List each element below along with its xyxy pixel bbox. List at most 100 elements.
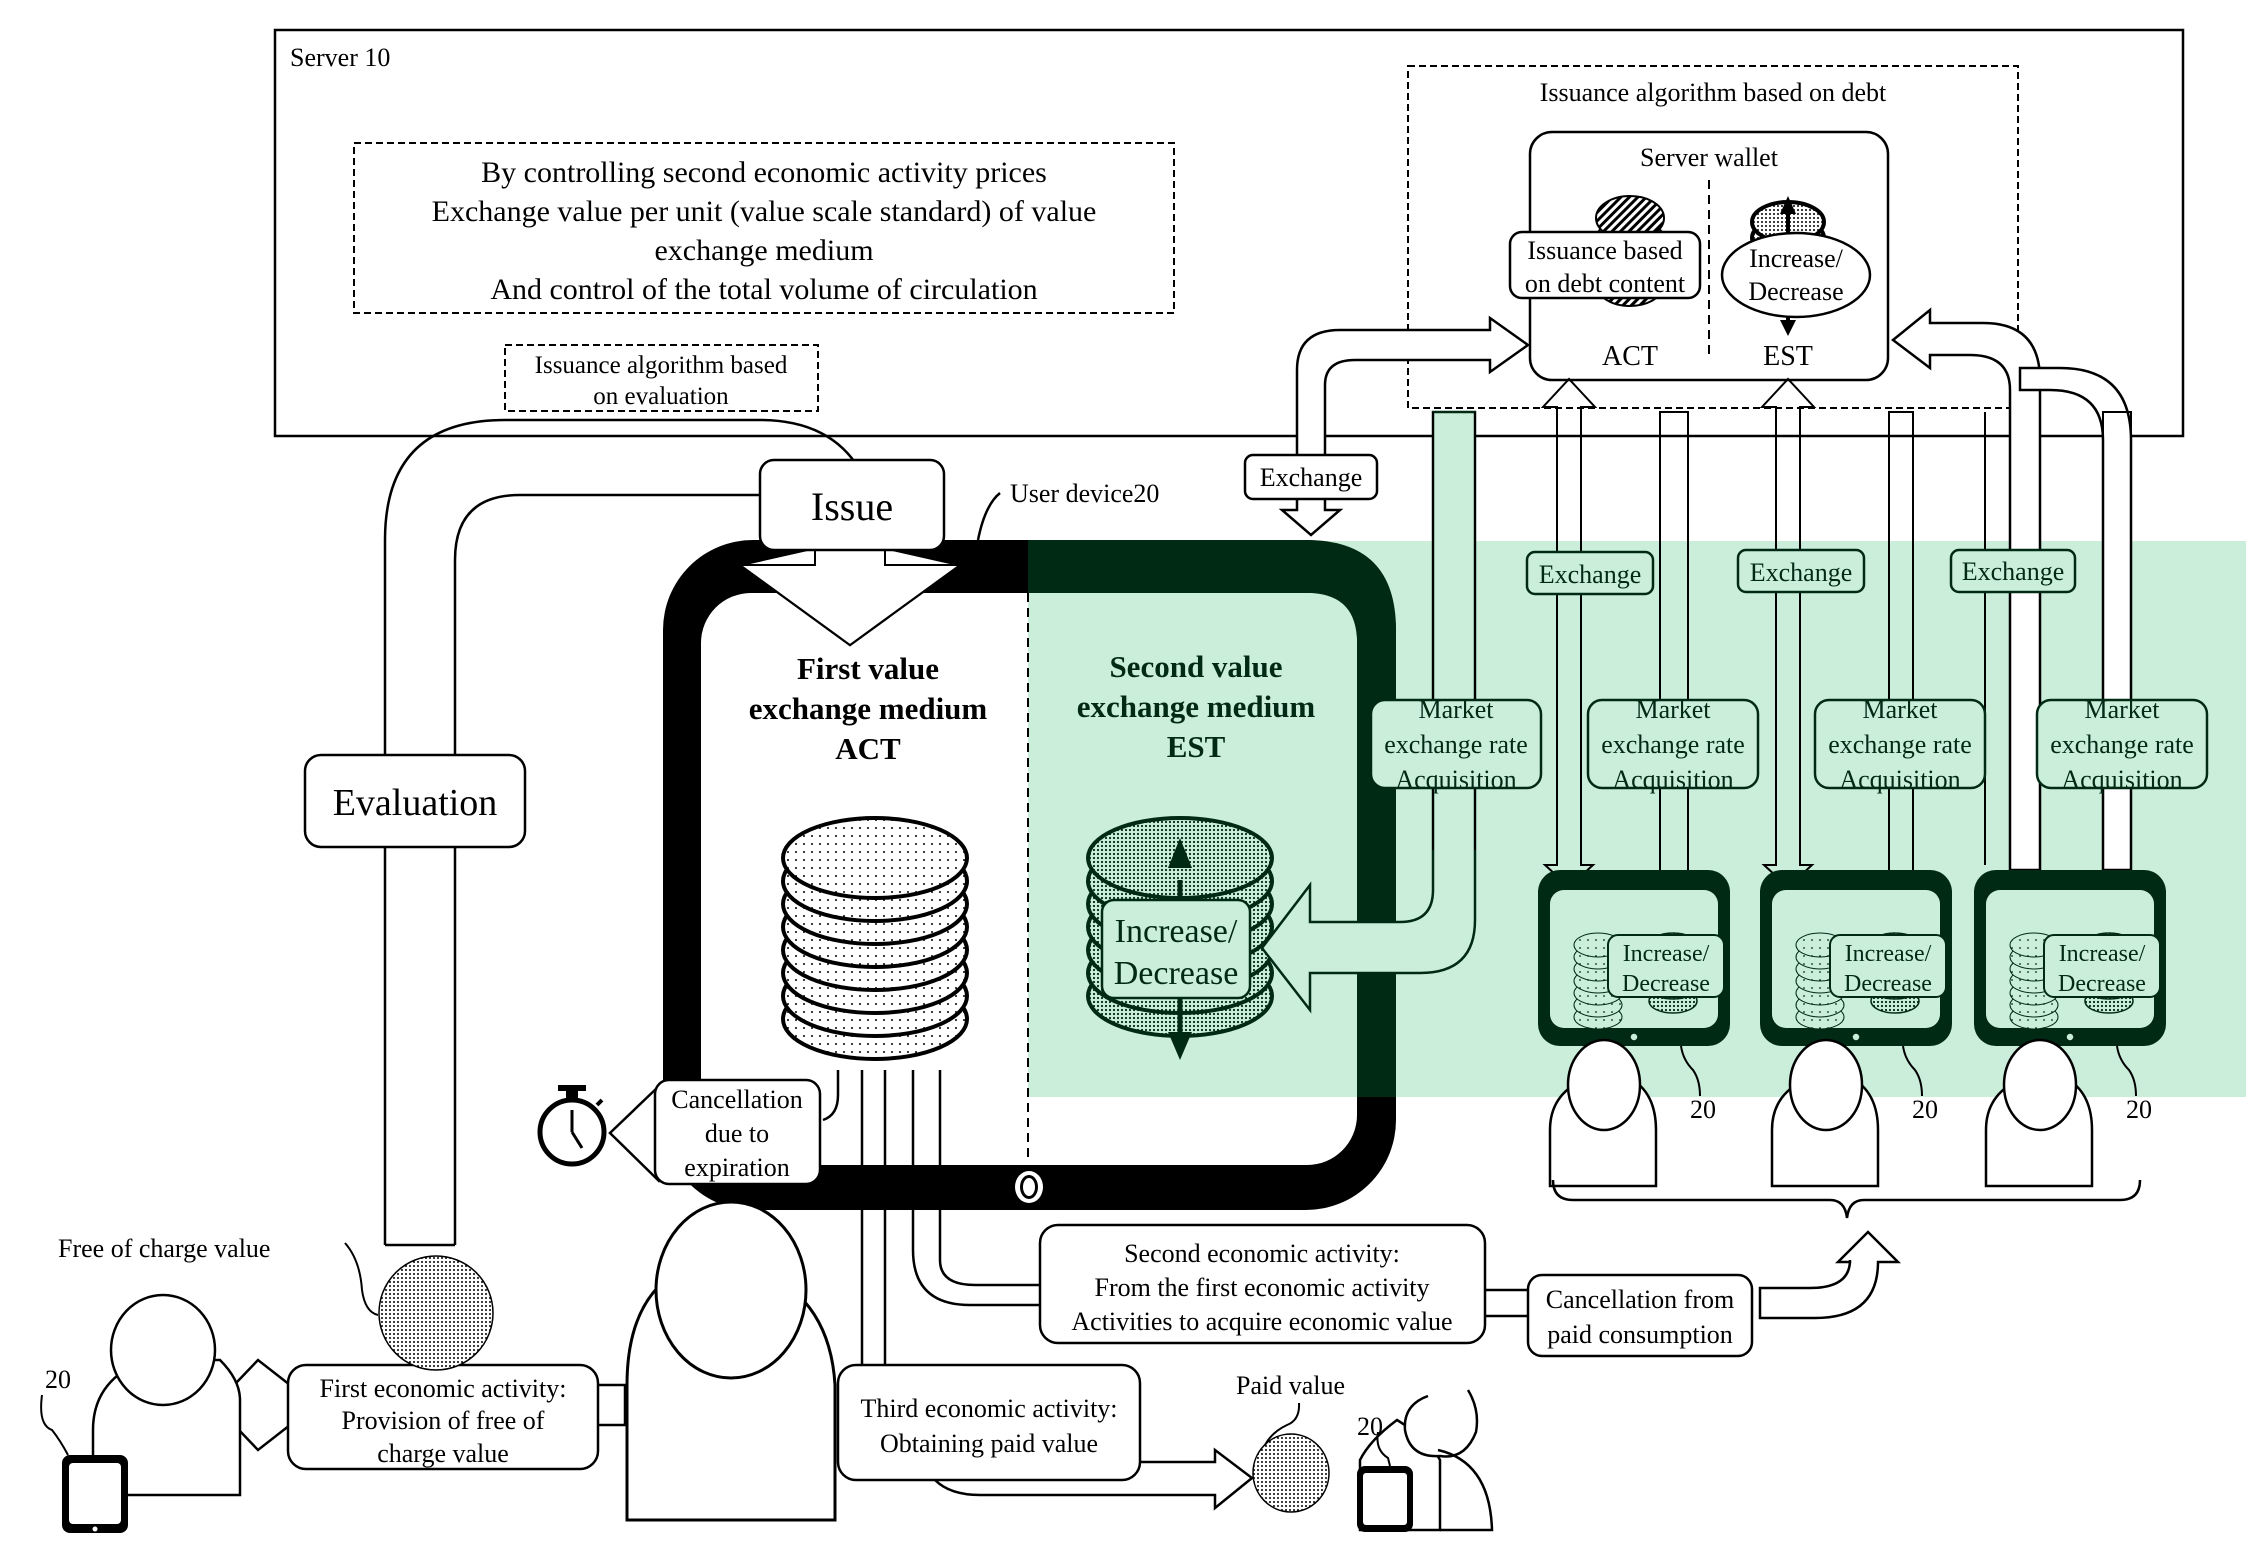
free-value-coin <box>344 1242 494 1371</box>
issuance-debt-note: Issuance based on debt content <box>1508 230 1702 300</box>
home-button <box>1629 1032 1639 1042</box>
svg-text:From the first economic activi: From the first economic activity <box>1094 1273 1429 1302</box>
increase-decrease-note <box>2043 934 2161 998</box>
svg-text:on debt content: on debt content <box>1525 269 1686 298</box>
device-ref: 20 <box>1690 1095 1716 1124</box>
control-line-2: Exchange value per unit (value scale sta… <box>432 195 1097 228</box>
exchange-box-3: Exchange <box>1949 548 2077 594</box>
evaluation-algorithm-box: Issuance algorithm based on evaluation <box>504 344 819 412</box>
users-group-brace <box>1551 1179 2142 1219</box>
svg-text:Second economic activity:: Second economic activity: <box>1124 1239 1400 1268</box>
second-medium-title: Second value exchange medium EST <box>1077 649 1316 764</box>
server-label: Server 10 <box>290 43 390 72</box>
user-avatar <box>1548 1038 1658 1188</box>
svg-text:Exchange: Exchange <box>1962 557 2065 586</box>
user-avatar <box>1770 1038 1880 1188</box>
ref-leader-line <box>1680 1045 1701 1097</box>
market-rate-line: exchange rate <box>1384 730 1528 759</box>
stopwatch-icon <box>537 1085 607 1167</box>
second-activity-box: Second economic activity: From the first… <box>1038 1223 1528 1345</box>
left-user-ref: 20 <box>45 1365 71 1394</box>
exchange-box-device: Exchange <box>1243 453 1379 501</box>
main-user-avatar <box>625 1200 837 1522</box>
user-avatar <box>1984 1038 2094 1188</box>
third-activity-box: Third economic activity: Obtaining paid … <box>836 1363 1142 1482</box>
note-line: Increase/ <box>1845 941 1932 967</box>
svg-text:Obtaining paid value: Obtaining paid value <box>880 1429 1098 1458</box>
market-rate-line: Market <box>1862 695 1938 724</box>
svg-text:Second value: Second value <box>1109 649 1282 684</box>
first-activity-box: First economic activity: Provision of fr… <box>286 1363 600 1471</box>
paid-value-coin <box>1252 1402 1330 1513</box>
issue-arrow <box>736 546 964 647</box>
note-line: Decrease <box>1622 971 1710 997</box>
svg-text:Decrease: Decrease <box>1114 955 1239 992</box>
market-rate-line: Market <box>2084 695 2160 724</box>
market-rate-line: exchange rate <box>2050 730 2194 759</box>
exchange-box-1: Exchange <box>1525 550 1655 596</box>
wallet-est-increase-note: Increase/ Decrease <box>1720 231 1872 319</box>
paid-user-tablet <box>1357 1431 1413 1532</box>
increase-decrease-note <box>1607 934 1725 998</box>
note-line: Increase/ <box>2059 941 2146 967</box>
device-ref: 20 <box>1912 1095 1938 1124</box>
svg-text:Increase/: Increase/ <box>1115 913 1238 950</box>
svg-text:charge value: charge value <box>377 1439 509 1468</box>
control-line-1: By controlling second economic activity … <box>481 156 1047 189</box>
svg-text:Activities to acquire economic: Activities to acquire economic value <box>1071 1307 1452 1336</box>
svg-text:Cancellation from: Cancellation from <box>1546 1285 1734 1314</box>
user-device-label: User device20 <box>1010 479 1159 508</box>
market-rate-line: Acquisition <box>1395 765 1516 794</box>
svg-text:Cancellation: Cancellation <box>671 1085 802 1114</box>
evaluation-loop-arrow <box>383 418 862 1247</box>
est-arrow-down-icon <box>1168 1032 1192 1060</box>
evaluation-algorithm-line-2: on evaluation <box>593 383 729 410</box>
est-arrow-up-icon <box>1168 838 1192 868</box>
svg-text:Decrease: Decrease <box>1748 277 1843 306</box>
issue-box: Issue <box>758 458 946 552</box>
issue-label: Issue <box>811 484 893 529</box>
market-rate-line: exchange rate <box>1828 730 1972 759</box>
cancellation-paid-box: Cancellation from paid consumption <box>1526 1273 1754 1358</box>
exchange-box-2: Exchange <box>1736 548 1866 594</box>
act-coin-stack <box>781 816 969 1061</box>
coin <box>781 816 969 900</box>
market-rate-line: Acquisition <box>2061 765 2182 794</box>
market-rate-line: exchange rate <box>1601 730 1745 759</box>
wallet-est-label: EST <box>1763 341 1813 372</box>
other-user-devices: Increase/Decrease20Increase/Decrease20In… <box>1538 870 2166 1188</box>
svg-text:Increase/: Increase/ <box>1749 244 1844 273</box>
device-wallet-exchange-arrow <box>1278 315 1531 537</box>
svg-text:exchange medium: exchange medium <box>749 691 988 726</box>
paid-value-label: Paid value <box>1236 1371 1345 1400</box>
svg-text:EST: EST <box>1167 729 1226 764</box>
ref-leader-line <box>2116 1045 2137 1097</box>
cancellation-expiration-arrow <box>608 1084 660 1183</box>
evaluation-box: Evaluation <box>303 753 527 849</box>
market-rate-line: Market <box>1635 695 1711 724</box>
market-rate-line: Acquisition <box>1612 765 1733 794</box>
control-line-4: And control of the total volume of circu… <box>490 273 1037 306</box>
evaluation-label: Evaluation <box>333 782 498 824</box>
svg-text:Provision of free of: Provision of free of <box>342 1406 545 1435</box>
paid-user-ref: 20 <box>1357 1412 1383 1441</box>
market-rate-inflow-arrow <box>1260 410 1477 1014</box>
svg-text:Issuance based: Issuance based <box>1527 236 1682 265</box>
svg-text:ACT: ACT <box>835 731 901 766</box>
increase-decrease-note <box>1829 934 1947 998</box>
first-medium-title: First value exchange medium ACT <box>749 651 988 766</box>
user-device-leader-line <box>976 492 1001 541</box>
svg-text:Exchange: Exchange <box>1539 560 1642 589</box>
left-user-tablet <box>40 1394 128 1533</box>
cancellation-expiration-box: Cancellation due to expiration <box>653 1078 822 1186</box>
wallet-arrow-down-icon <box>1780 320 1796 336</box>
home-button <box>2065 1032 2075 1042</box>
wallet-arrow-up-icon <box>1780 196 1796 214</box>
wallet-act-label: ACT <box>1602 341 1658 372</box>
home-button <box>1851 1032 1861 1042</box>
est-increase-decrease-note: Increase/ Decrease <box>1100 898 1252 1000</box>
